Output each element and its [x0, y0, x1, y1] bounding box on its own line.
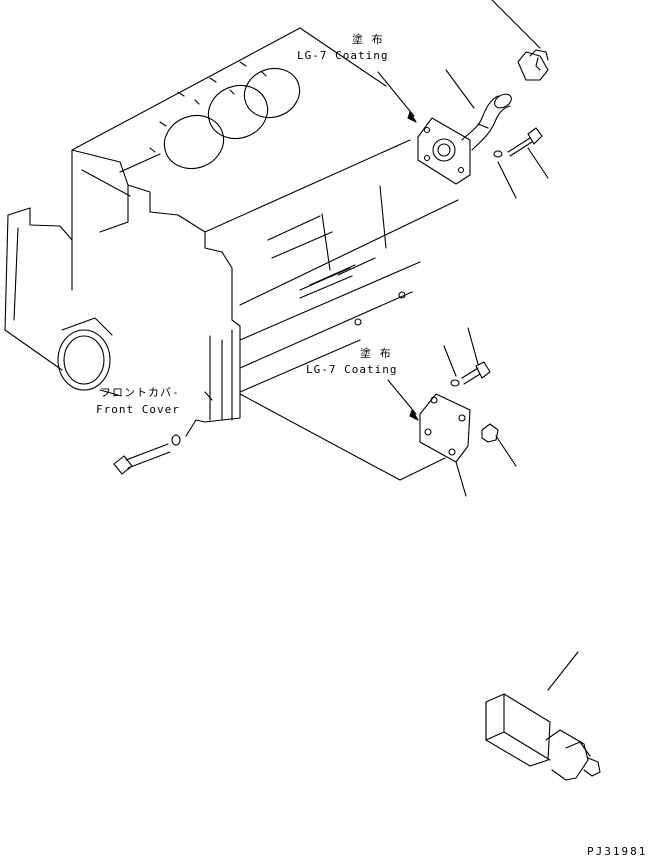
engine-block [4, 27, 459, 481]
front-cover-bolt [113, 419, 197, 475]
upper-flange-cover [417, 117, 471, 185]
lower-nut [455, 423, 517, 497]
lower-cover-plate [419, 393, 471, 463]
service-tool [485, 651, 601, 781]
lower-bolt [443, 327, 491, 387]
water-tube [461, 93, 512, 151]
coating1-jp-label: 塗 布 [352, 33, 384, 46]
front-cover-en-label: Front Cover [96, 403, 180, 416]
tube-leader [445, 69, 475, 109]
coating2-en-label: LG-7 Coating [306, 363, 398, 376]
front-cover-jp-label: フロントカバ- [100, 386, 180, 399]
coating2-leader [387, 379, 417, 415]
sensor-plug [491, 0, 549, 81]
upper-bolt [493, 127, 549, 199]
coating2-jp-label: 塗 布 [360, 347, 392, 360]
drawing-id: PJ31981 [587, 845, 648, 858]
coating1-en-label: LG-7 Coating [297, 49, 389, 62]
coating1-leader [377, 71, 415, 117]
